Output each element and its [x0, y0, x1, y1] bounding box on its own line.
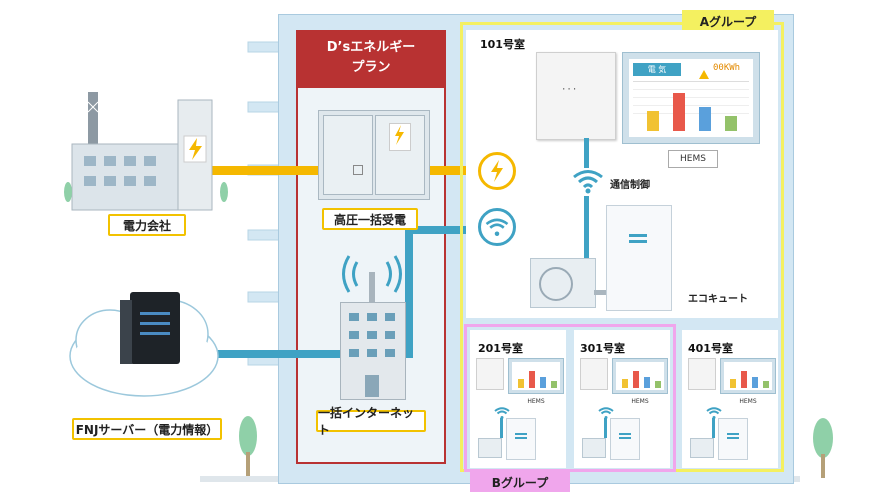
mini-hems-bar: [644, 377, 650, 388]
mini-hems-bar: [655, 381, 661, 388]
room-201-title: 201号室: [478, 342, 523, 355]
power-lightning-icon: [478, 152, 516, 190]
water-tank: [606, 205, 672, 311]
power-plant-icon: [64, 92, 228, 211]
room-201-devices: HEMS: [470, 356, 566, 466]
group-a-label: Aグループ: [682, 10, 774, 32]
mini-hems-bar: [518, 379, 524, 388]
room-301-devices: HEMS: [574, 356, 670, 466]
hems-bar-3: [699, 107, 711, 131]
mini-hems-bar: [622, 379, 628, 388]
warning-triangle-icon: [699, 64, 709, 83]
network-line-to-wifi-v: [405, 226, 413, 358]
broadcast-waves-icon: [342, 255, 402, 293]
power-company-label: 電力会社: [108, 214, 186, 236]
mini-hems-bar: [529, 371, 535, 388]
small-hems-label: HEMS: [527, 397, 545, 405]
mini-hems-bar: [763, 381, 769, 388]
mini-hems-bar: [752, 377, 758, 388]
plan-title-box: D’sエネルギー プラン: [296, 30, 446, 88]
cable-wifi-down: [584, 196, 589, 266]
wifi-circle-icon: [478, 208, 516, 246]
mini-hems-bar: [540, 377, 546, 388]
room-401-title: 401号室: [688, 342, 733, 355]
group-b-border: [464, 324, 676, 472]
hems-bar-4: [725, 116, 737, 131]
network-line-to-wifi-h: [405, 226, 485, 234]
antenna-mast: [369, 272, 375, 302]
high-voltage-label: 高圧一括受電: [322, 208, 418, 230]
network-tower-building: [340, 302, 406, 400]
plan-title-line1: D’sエネルギー: [326, 40, 416, 55]
mini-hems-bar: [730, 379, 736, 388]
wifi-icon-101: [572, 168, 604, 198]
meter-value: 00KWh: [713, 63, 741, 73]
tree-right: [813, 418, 833, 478]
tree-left: [239, 416, 257, 476]
smart-meter: ···: [536, 52, 616, 140]
mini-hems-bar: [633, 371, 639, 388]
bulk-internet-label: 一括インターネット: [316, 406, 426, 437]
pipe: [594, 290, 612, 295]
hems-monitor: 電 気 00KWh: [622, 52, 760, 144]
hems-label: HEMS: [668, 150, 718, 168]
hems-bar-chart: [643, 87, 743, 131]
meter-text-badge: 電 気: [633, 63, 681, 76]
mini-hems-bar: [551, 381, 557, 388]
room-101-title: 101号室: [480, 38, 525, 51]
hems-bar-2: [673, 93, 685, 131]
small-hems-label: HEMS: [631, 397, 649, 405]
ecocute-label: エコキュート: [688, 294, 748, 305]
server-icon: [120, 292, 180, 364]
cable-meter-to-heatpump: [584, 138, 589, 168]
room-301-title: 301号室: [580, 342, 625, 355]
comm-control-label: 通信制御: [610, 180, 650, 191]
hems-bar-1: [647, 111, 659, 131]
heat-pump-unit: [530, 258, 596, 308]
group-b-label: Bグループ: [470, 472, 570, 492]
small-hems-label: HEMS: [739, 397, 757, 405]
room-401-devices: HEMS: [682, 356, 778, 466]
fnj-server-label: FNJサーバー（電力情報）: [72, 418, 222, 440]
high-voltage-cabinet: [318, 110, 430, 200]
network-line-server: [195, 350, 345, 358]
mini-hems-bar: [741, 371, 747, 388]
plan-title-line2: プラン: [351, 60, 391, 75]
